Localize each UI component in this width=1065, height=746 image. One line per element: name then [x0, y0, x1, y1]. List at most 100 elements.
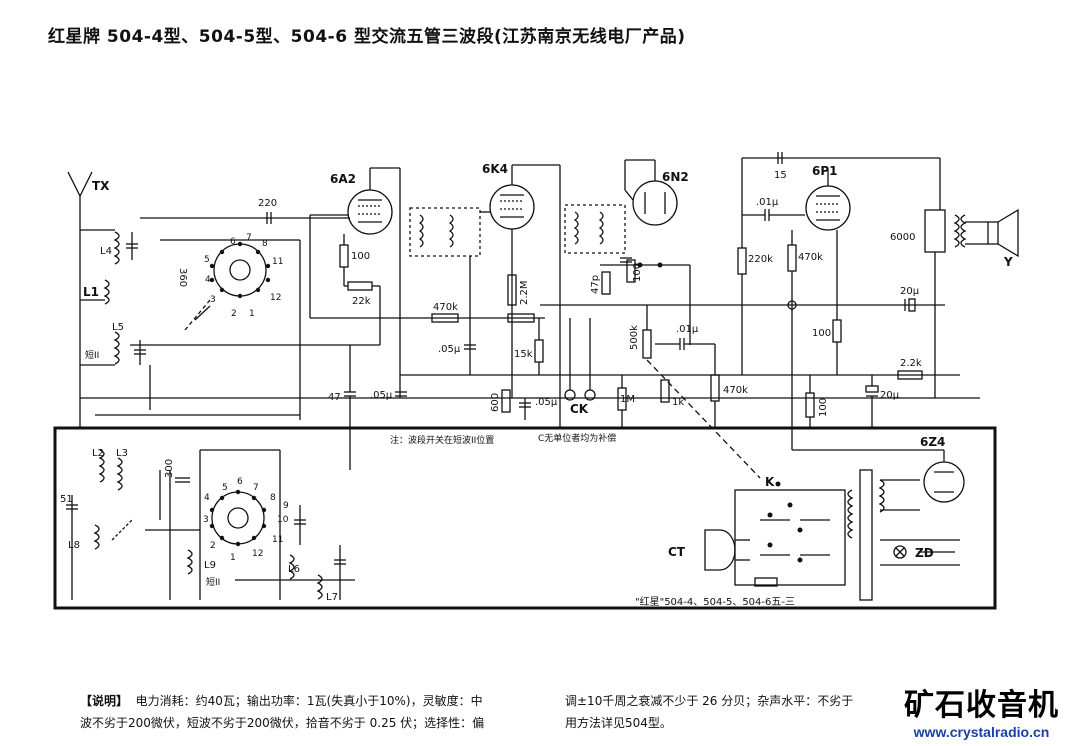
switch-a-contact-number: 5 — [204, 255, 210, 265]
description-line-3: 调±10千周之衰减不少于 26 分贝；杂声水平：不劣于 — [565, 694, 854, 708]
power-switch-label: K — [765, 475, 775, 489]
band-switch-b — [211, 491, 265, 545]
tube-6z4 — [923, 461, 965, 503]
switch-b-contact-number: 7 — [253, 483, 259, 493]
switch-b-contact-number: 12 — [252, 549, 263, 559]
cap-47p-label: 47p — [590, 275, 601, 294]
cap-47-label: 47 — [328, 392, 341, 403]
pilot-lamp — [893, 545, 907, 559]
cap-20u-b-label: 20μ — [880, 390, 900, 401]
coil-l5 — [113, 331, 120, 365]
switch-b-contact-number: 5 — [222, 483, 228, 493]
switch-a-contact-number: 1 — [249, 309, 255, 319]
coil-l8 — [93, 524, 100, 550]
resistor-100-label: 100 — [351, 251, 370, 262]
switch-b-contact-number: 8 — [270, 493, 276, 503]
power-plug — [704, 529, 736, 571]
resistor-100c-label: 100 — [812, 328, 831, 339]
cap-01-b-label: .01μ — [756, 197, 779, 208]
tube-6z4-label: 6Z4 — [920, 435, 945, 449]
antenna-symbol — [67, 171, 93, 230]
coil-l6-label: L6 — [288, 564, 300, 575]
phono-jack-label: CK — [570, 402, 589, 416]
switch-b-contact-number: 3 — [203, 515, 209, 525]
description-label: 【说明】 — [80, 694, 129, 708]
cap-05-c-label: .05μ — [535, 397, 558, 408]
if-transformer-2 — [564, 204, 626, 254]
coil-l9-label: L9 — [204, 560, 216, 571]
description-right: 调±10千周之衰减不少于 26 分贝；杂声水平：不劣于 用方法详见504型。 — [565, 690, 853, 734]
switch-b-contact-number: 11 — [272, 535, 283, 545]
page-title: 红星牌 504-4型、504-5型、504-6 型交流五管三波段(江苏南京无线电… — [48, 27, 686, 47]
coil-l8-label: L8 — [68, 540, 80, 551]
coil-l2 — [98, 449, 105, 483]
resistor-2.2k-label: 2.2k — [900, 358, 922, 369]
cap-360-label: 360 — [177, 268, 188, 287]
power-transformer — [859, 469, 873, 601]
model-caption: "红星"504-4、504-5、504-6五-三 — [635, 595, 795, 608]
cap-05-a-label: .05μ — [438, 344, 461, 355]
cap-20u-a-label: 20μ — [900, 286, 920, 297]
tube-6a2-label: 6A2 — [330, 172, 356, 186]
coil-l4 — [113, 231, 120, 265]
resistor-22k-label: 22k — [352, 296, 371, 307]
resistor-100d-label: 100 — [818, 398, 829, 417]
description-line-2: 波不劣于200微伏，短波不劣于200微伏，拾音不劣于 0.25 伏；选择性：偏 — [80, 716, 485, 730]
potentiometer-500k-label: 500k — [629, 325, 640, 350]
coil-l4-label: L4 — [100, 246, 112, 257]
resistor-100 — [339, 244, 349, 268]
coil-l9 — [186, 549, 193, 575]
coil-l2-label: L2 — [92, 448, 104, 459]
resistor-470k-c-label: 470k — [798, 252, 823, 263]
tube-6a2 — [347, 189, 393, 235]
coil-l1 — [103, 279, 110, 305]
cap-05-b-label: .05μ — [370, 390, 393, 401]
resistor-470k-b-label: 470k — [723, 385, 748, 396]
coil-l6 — [288, 554, 295, 580]
watermark: 矿石收音机 www.crystalradio.cn — [904, 680, 1059, 740]
switch-a-contact-number: 6 — [230, 237, 236, 247]
plug-label: CT — [668, 545, 686, 559]
coil-l5-label: L5 — [112, 322, 124, 333]
cap-300-label: 300 — [164, 459, 175, 478]
switch-a-contact-number: 11 — [272, 257, 283, 267]
pilot-lamp-label: ZD — [915, 546, 934, 560]
cap-51-label: 51 — [60, 494, 73, 505]
switch-a-contact-number: 2 — [231, 309, 237, 319]
cap-note: C无单位者均为补偿 — [538, 432, 616, 444]
power-switch-block — [734, 489, 846, 586]
if-transformer-1 — [418, 214, 424, 248]
watermark-name: 矿石收音机 — [904, 688, 1059, 723]
resistor-15k-label: 15k — [514, 349, 533, 360]
resistor-22k — [347, 281, 373, 291]
antenna-label: TX — [92, 179, 110, 193]
chassis-frame — [53, 426, 997, 610]
cap-15-label: 15 — [774, 170, 787, 181]
switch-a-contact-number: 12 — [270, 293, 281, 303]
description-left: 【说明】 电力消耗：约40瓦；输出功率：1瓦(失真小于10%)，灵敏度：中 波不… — [80, 690, 484, 734]
switch-note: 注：波段开关在短波II位置 — [390, 434, 494, 446]
resistor-600-label: 600 — [490, 393, 501, 412]
resistor-470k-a-label: 470k — [433, 302, 458, 313]
tube-6k4-label: 6K4 — [482, 162, 508, 176]
transformer-6000-label: 6000 — [890, 232, 915, 243]
resistor-1m-label: 1M — [620, 394, 635, 405]
speaker-label: Y — [1003, 255, 1013, 269]
tube-6n2-label: 6N2 — [662, 170, 689, 184]
switch-b-contact-number: 10 — [277, 515, 289, 525]
coil-l3 — [116, 457, 123, 491]
tube-6p1-label: 6P1 — [812, 164, 838, 178]
short-wave-2-label-b: 短II — [206, 576, 220, 588]
resistor-1k-label: 1k — [672, 397, 684, 408]
cap-220-label: 220 — [258, 198, 277, 209]
switch-b-contact-number: 2 — [210, 541, 216, 551]
coil-l3-label: L3 — [116, 448, 128, 459]
coil-l7 — [316, 574, 323, 600]
description-line-4: 用方法详见504型。 — [565, 716, 672, 730]
resistor-2.2m-label: 2.2M — [519, 280, 530, 305]
coil-l7-label: L7 — [326, 592, 338, 603]
switch-b-contact-number: 1 — [230, 553, 236, 563]
